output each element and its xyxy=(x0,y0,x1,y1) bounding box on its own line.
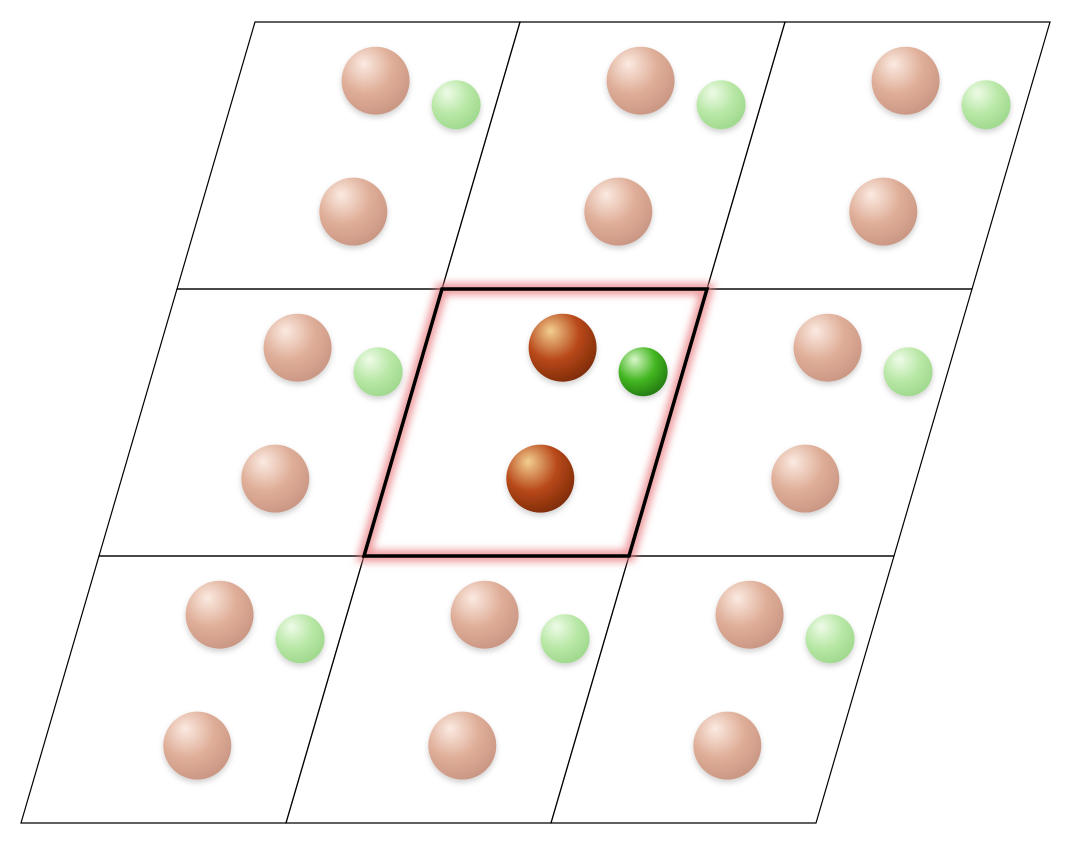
lattice-cells xyxy=(20,21,1051,824)
brown-atom-r2-c2-2 xyxy=(693,711,762,780)
brown-atom-r0-c0-0 xyxy=(341,46,410,115)
green-atom-r0-c2-1 xyxy=(961,80,1011,130)
lattice-cell-r2-c2 xyxy=(550,555,895,824)
green-atom-highlighted-r1-c1-1 xyxy=(618,347,668,397)
brown-atom-r0-c2-2 xyxy=(849,177,918,246)
green-atom-r1-c2-1 xyxy=(883,347,933,397)
brown-atom-r0-c2-0 xyxy=(871,46,940,115)
highlighted-cell-border xyxy=(361,287,710,558)
brown-atom-r0-c1-2 xyxy=(584,177,653,246)
green-atom-r2-c0-1 xyxy=(275,614,325,664)
brown-atom-r1-c2-0 xyxy=(793,313,862,382)
green-atom-r2-c2-1 xyxy=(805,614,855,664)
green-atom-r0-c0-1 xyxy=(431,80,481,130)
highlighted-unit-cell xyxy=(355,283,716,562)
green-atom-r0-c1-1 xyxy=(696,80,746,130)
brown-atom-r0-c0-2 xyxy=(319,177,388,246)
brown-atom-r1-c0-0 xyxy=(263,313,332,382)
green-atom-r1-c0-1 xyxy=(353,347,403,397)
brown-atom-r2-c0-2 xyxy=(163,711,232,780)
brown-atom-r1-c2-2 xyxy=(771,444,840,513)
brown-atom-highlighted-r1-c1-2 xyxy=(506,444,575,513)
brown-atom-r2-c2-0 xyxy=(715,580,784,649)
brown-atom-r2-c1-0 xyxy=(450,580,519,649)
brown-atom-r1-c0-2 xyxy=(241,444,310,513)
brown-atom-r2-c0-0 xyxy=(185,580,254,649)
lattice-atoms xyxy=(163,46,1011,780)
brown-atom-r0-c1-0 xyxy=(606,46,675,115)
brown-atom-r2-c1-2 xyxy=(428,711,497,780)
green-atom-r2-c1-1 xyxy=(540,614,590,664)
brown-atom-highlighted-r1-c1-0 xyxy=(528,313,597,382)
